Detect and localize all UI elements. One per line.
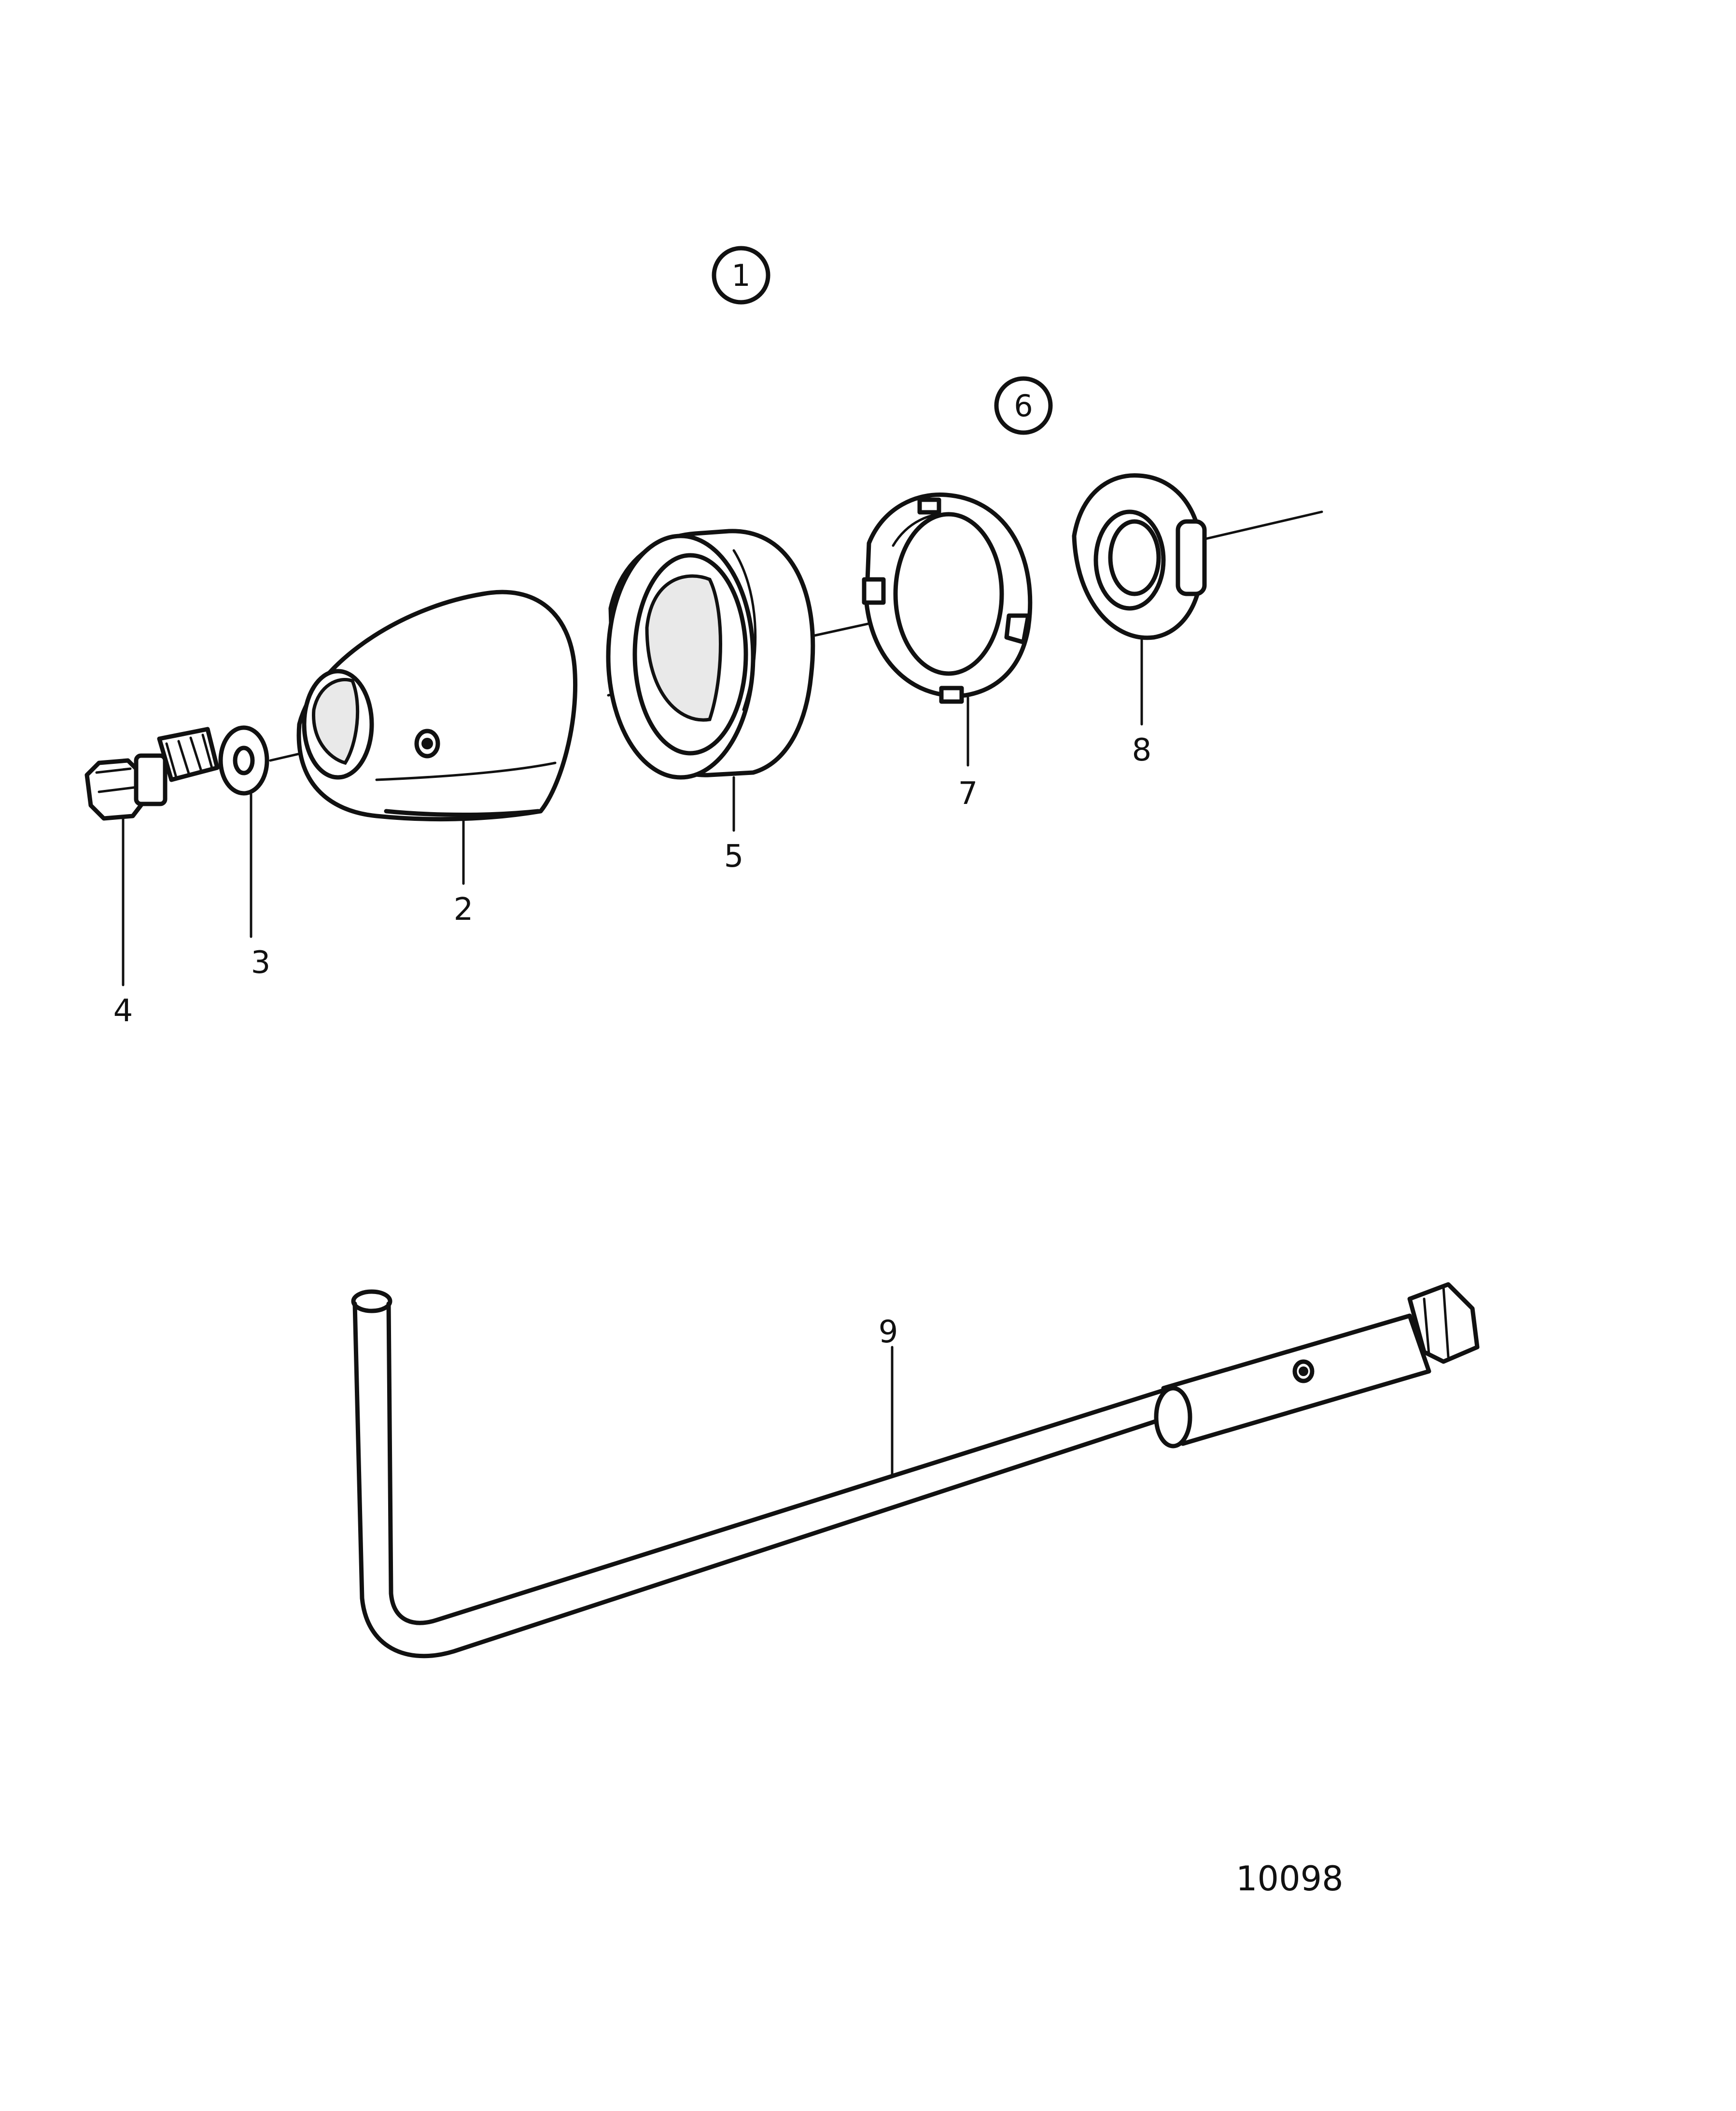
- label-part-4: 4: [113, 993, 133, 1029]
- label-part-3: 3: [251, 945, 271, 981]
- callout-group-1: 1: [712, 246, 770, 305]
- bolt-part-4: [84, 727, 220, 821]
- label-part-8: 8: [1132, 732, 1152, 768]
- drawing-number: 10098: [1236, 1859, 1344, 1899]
- callout-6-text: 6: [1014, 388, 1033, 423]
- label-part-5: 5: [724, 839, 744, 874]
- bearing-ring-part-5: [606, 529, 815, 780]
- label-part-2: 2: [454, 892, 474, 928]
- label-part-7: 7: [958, 776, 978, 812]
- callout-group-6: 6: [994, 376, 1053, 435]
- label-part-9: 9: [879, 1314, 898, 1350]
- washer-part-3: [218, 725, 269, 796]
- slotted-nut-part-7: [862, 492, 1033, 704]
- callout-1-text: 1: [731, 258, 750, 293]
- propeller-cone-part-2: [296, 590, 578, 822]
- leader-lines: [122, 638, 1143, 1477]
- wrench-bar-part-9: [351, 1282, 1480, 1659]
- seal-ring-part-8: [1072, 473, 1207, 640]
